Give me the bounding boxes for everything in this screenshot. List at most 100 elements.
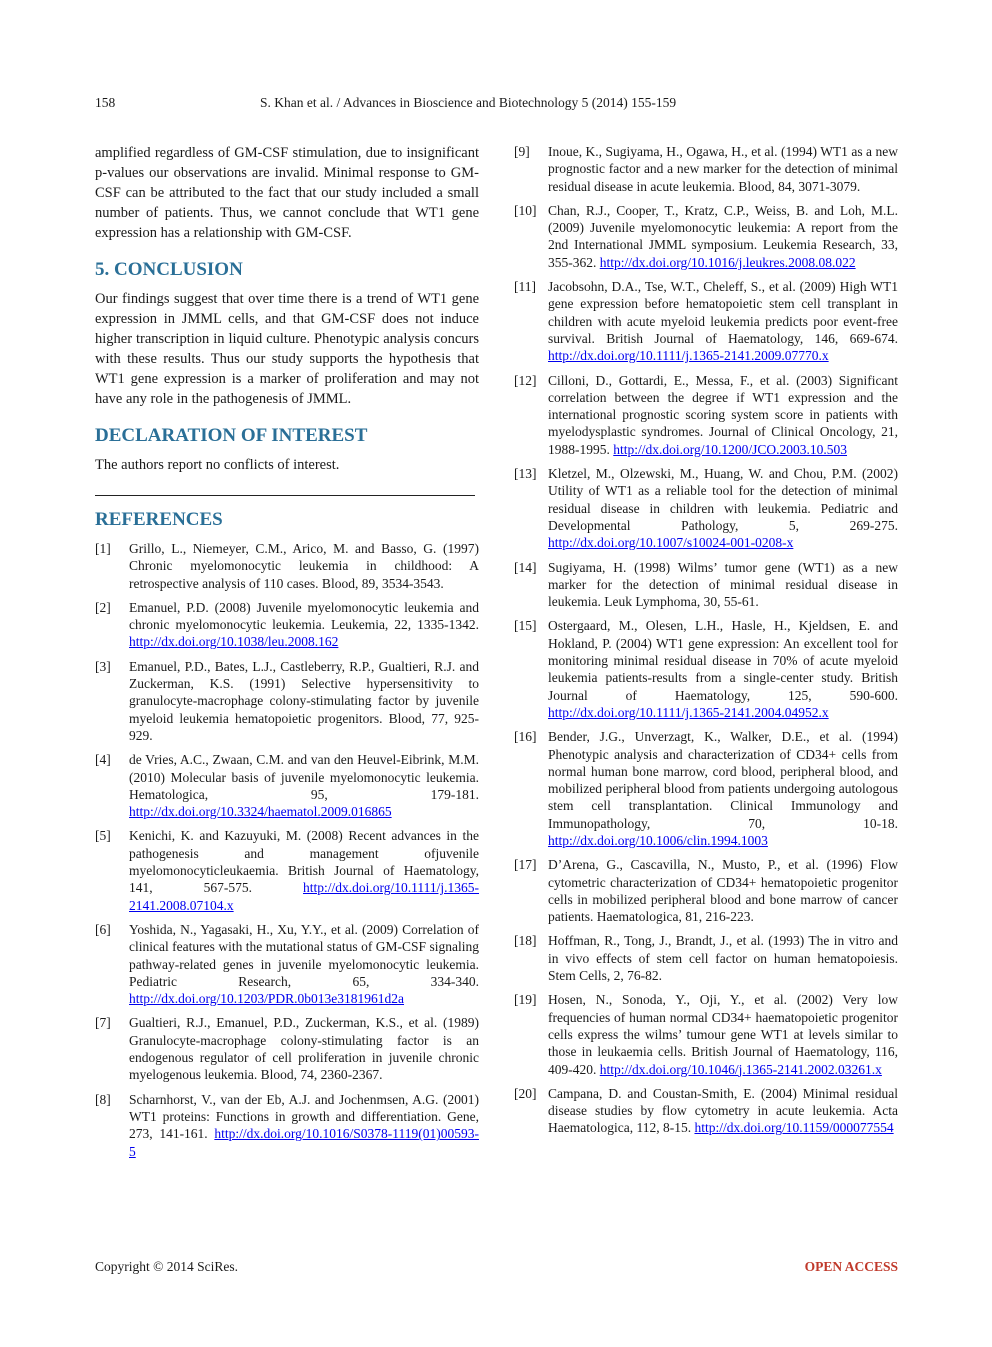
reference-citation: Yoshida, N., Yagasaki, H., Xu, Y.Y., et … (129, 921, 479, 989)
reference-citation: Hoffman, R., Tong, J., Brandt, J., et al… (548, 933, 898, 984)
reference-item: [8] Scharnhorst, V., van der Eb, A.J. and… (95, 1091, 479, 1160)
reference-number: [1] (95, 541, 111, 556)
reference-citation: Inoue, K., Sugiyama, H., Ogawa, H., et a… (548, 144, 898, 194)
reference-citation: Kenichi, K. and Kazuyuki, M. (2008) Rece… (129, 828, 479, 896)
reference-number: [11] (514, 279, 536, 295)
reference-text: Chan, R.J., Cooper, T., Kratz, C.P., Wei… (548, 202, 898, 271)
reference-item: [20] Campana, D. and Coustan-Smith, E. (2… (514, 1085, 898, 1137)
reference-text: Grillo, L., Niemeyer, C.M., Arico, M. an… (129, 540, 479, 592)
reference-citation: Grillo, L., Niemeyer, C.M., Arico, M. an… (129, 541, 479, 591)
reference-citation: Jacobsohn, D.A., Tse, W.T., Cheleff, S.,… (548, 279, 898, 346)
reference-number: [17] (514, 857, 537, 873)
reference-citation: Emanuel, P.D. (2008) Juvenile myelomonoc… (129, 599, 479, 633)
reference-text: de Vries, A.C., Zwaan, C.M. and van den … (129, 751, 479, 820)
declaration-text: The authors report no conflicts of inter… (95, 457, 340, 473)
reference-citation: Sugiyama, H. (1998) Wilms’ tumor gene (W… (548, 559, 898, 610)
declaration-heading: DECLARATION OF INTEREST (95, 425, 368, 446)
reference-number: [19] (514, 992, 537, 1008)
left-column: amplified regardless of GM-CSF stimulati… (95, 143, 479, 1167)
reference-text: Ostergaard, M., Olesen, L.H., Hasle, H.,… (548, 617, 898, 721)
reference-citation: Chan, R.J., Cooper, T., Kratz, C.P., Wei… (548, 202, 898, 270)
doi-link[interactable]: http://dx.doi.org/10.1046/j.1365-2141.20… (599, 1061, 882, 1077)
reference-citation: Kletzel, M., Olzewski, M., Huang, W. and… (548, 466, 898, 533)
reference-text: Campana, D. and Coustan-Smith, E. (2004)… (548, 1085, 898, 1137)
reference-item: [1] Grillo, L., Niemeyer, C.M., Arico, M.… (95, 540, 479, 592)
reference-number: [7] (95, 1015, 111, 1031)
reference-item: [17] D’Arena, G., Cascavilla, N., Musto, … (514, 856, 898, 925)
reference-number: [4] (95, 752, 111, 768)
reference-item: [16] Bender, J.G., Unverzagt, K., Walker,… (514, 728, 898, 849)
reference-number: [5] (95, 828, 111, 844)
doi-link[interactable]: http://dx.doi.org/10.1111/j.1365-2141.20… (548, 348, 829, 364)
references-list-left: [1] Grillo, L., Niemeyer, C.M., Arico, M.… (95, 540, 479, 1160)
doi-link[interactable]: http://dx.doi.org/10.3324/haematol.2009.… (129, 804, 392, 820)
reference-item: [14] Sugiyama, H. (1998) Wilms’ tumor gen… (514, 559, 898, 611)
reference-citation: Campana, D. and Coustan-Smith, E. (2004)… (548, 1085, 898, 1136)
reference-text: Sugiyama, H. (1998) Wilms’ tumor gene (W… (548, 559, 898, 611)
reference-text: Inoue, K., Sugiyama, H., Ogawa, H., et a… (548, 143, 898, 195)
copyright: Copyright © 2014 SciRes. (95, 1259, 239, 1274)
reference-text: Emanuel, P.D., Bates, L.J., Castleberry,… (129, 658, 479, 744)
section-divider (95, 495, 475, 496)
page-number: 158 (95, 95, 116, 110)
reference-citation: Emanuel, P.D., Bates, L.J., Castleberry,… (129, 658, 479, 743)
reference-citation: D’Arena, G., Cascavilla, N., Musto, P., … (548, 857, 898, 925)
doi-link[interactable]: http://dx.doi.org/10.1006/clin.1994.1003 (548, 832, 768, 848)
reference-text: Kenichi, K. and Kazuyuki, M. (2008) Rece… (129, 827, 479, 913)
reference-item: [10]Chan, R.J., Cooper, T., Kratz, C.P.,… (514, 202, 898, 271)
references-list-right: [9] Inoue, K., Sugiyama, H., Ogawa, H., e… (514, 143, 898, 1137)
reference-number: [13] (514, 466, 537, 482)
reference-number: [16] (514, 729, 537, 745)
reference-number: [9] (514, 144, 530, 159)
reference-citation: Bender, J.G., Unverzagt, K., Walker, D.E… (548, 729, 898, 831)
reference-number: [3] (95, 658, 111, 674)
reference-number: [15] (514, 618, 537, 634)
reference-citation: Hosen, N., Sonoda, Y., Oji, Y., et al. (… (548, 992, 898, 1077)
reference-item: [12]Cilloni, D., Gottardi, E., Messa, F.… (514, 372, 898, 458)
reference-item: [13] Kletzel, M., Olzewski, M., Huang, W.… (514, 465, 898, 551)
doi-link[interactable]: http://dx.doi.org/10.1111/j.1365-2141.20… (548, 704, 829, 720)
reference-number: [18] (514, 933, 537, 949)
reference-text: Cilloni, D., Gottardi, E., Messa, F., et… (548, 372, 898, 458)
reference-citation: de Vries, A.C., Zwaan, C.M. and van den … (129, 752, 479, 802)
reference-text: Hoffman, R., Tong, J., Brandt, J., et al… (548, 932, 898, 984)
reference-text: Kletzel, M., Olzewski, M., Huang, W. and… (548, 465, 898, 551)
conclusion-heading: 5. CONCLUSION (95, 259, 243, 280)
doi-link[interactable]: http://dx.doi.org/10.1038/leu.2008.162 (129, 634, 339, 650)
reference-text: Gualtieri, R.J., Emanuel, P.D., Zuckerma… (129, 1014, 479, 1083)
doi-link[interactable]: http://dx.doi.org/10.1203/PDR.0b013e3181… (129, 991, 405, 1007)
reference-citation: Gualtieri, R.J., Emanuel, P.D., Zuckerma… (129, 1015, 479, 1083)
doi-link[interactable]: http://dx.doi.org/10.1016/S0378-1119(01)… (129, 1126, 479, 1159)
reference-number: [8] (95, 1091, 111, 1107)
reference-text: Emanuel, P.D. (2008) Juvenile myelomonoc… (129, 599, 479, 651)
reference-item: [4] de Vries, A.C., Zwaan, C.M. and van d… (95, 751, 479, 820)
reference-item: [9] Inoue, K., Sugiyama, H., Ogawa, H., e… (514, 143, 898, 195)
reference-item: [19] Hosen, N., Sonoda, Y., Oji, Y., et a… (514, 991, 898, 1077)
reference-number: [20] (514, 1085, 537, 1101)
reference-text: Hosen, N., Sonoda, Y., Oji, Y., et al. (… (548, 991, 898, 1077)
reference-number: [2] (95, 599, 111, 615)
reference-number: [6] (95, 921, 111, 937)
reference-citation: Scharnhorst, V., van der Eb, A.J. and Jo… (129, 1091, 479, 1142)
reference-citation: Ostergaard, M., Olesen, L.H., Hasle, H.,… (548, 618, 898, 703)
reference-item: [18] Hoffman, R., Tong, J., Brandt, J., e… (514, 932, 898, 984)
reference-item: [15] Ostergaard, M., Olesen, L.H., Hasle,… (514, 617, 898, 721)
reference-item: [3] Emanuel, P.D., Bates, L.J., Castleber… (95, 658, 479, 744)
doi-link[interactable]: http://dx.doi.org/10.1159/000077554 (694, 1120, 894, 1136)
reference-citation: Cilloni, D., Gottardi, E., Messa, F., et… (548, 372, 898, 457)
doi-link[interactable]: http://dx.doi.org/10.1007/s10024-001-020… (548, 535, 794, 551)
doi-link[interactable]: http://dx.doi.org/10.1016/j.leukres.2008… (599, 254, 856, 270)
reference-item: [11] Jacobsohn, D.A., Tse, W.T., Cheleff,… (514, 278, 898, 364)
right-column: [9] Inoue, K., Sugiyama, H., Ogawa, H., e… (514, 143, 898, 1144)
reference-text: Scharnhorst, V., van der Eb, A.J. and Jo… (129, 1091, 479, 1160)
reference-number: [14] (514, 559, 537, 575)
intro-paragraph: amplified regardless of GM-CSF stimulati… (95, 145, 479, 241)
reference-item: [2] Emanuel, P.D. (2008) Juvenile myelomo… (95, 599, 479, 651)
running-title: S. Khan et al. / Advances in Bioscience … (260, 95, 677, 110)
reference-text: D’Arena, G., Cascavilla, N., Musto, P., … (548, 856, 898, 925)
doi-link[interactable]: http://dx.doi.org/10.1111/j.1365-2141.20… (129, 880, 480, 913)
doi-link[interactable]: http://dx.doi.org/10.1200/JCO.2003.10.50… (613, 441, 848, 457)
open-access-label: OPEN ACCESS (804, 1259, 898, 1274)
conclusion-paragraph: Our findings suggest that over time ther… (95, 291, 479, 407)
reference-item: [6] Yoshida, N., Yagasaki, H., Xu, Y.Y., … (95, 921, 479, 1007)
